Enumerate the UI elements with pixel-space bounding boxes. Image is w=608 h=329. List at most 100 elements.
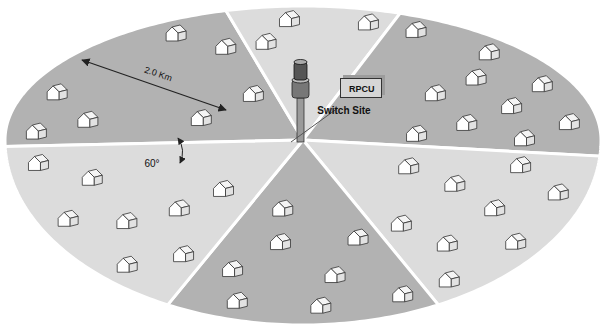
coverage-sector xyxy=(5,140,303,305)
house-icon xyxy=(502,98,522,114)
house-icon xyxy=(399,158,419,174)
house-icon xyxy=(425,85,445,101)
house-icon xyxy=(174,246,194,262)
house-icon xyxy=(548,184,568,200)
house-icon xyxy=(325,267,345,283)
house-side xyxy=(514,104,522,114)
house-icon xyxy=(28,154,48,170)
sector-group xyxy=(5,6,601,325)
house-side xyxy=(129,262,137,272)
house-side xyxy=(457,181,465,191)
house-icon xyxy=(485,200,505,216)
distance-arrow xyxy=(82,60,226,110)
house-side xyxy=(203,116,211,126)
house-side xyxy=(419,131,427,141)
house-side xyxy=(337,273,345,283)
house-icon xyxy=(58,210,78,226)
house-side xyxy=(285,206,293,216)
house-side xyxy=(449,241,457,251)
house-icon xyxy=(406,21,426,37)
house-icon xyxy=(82,169,102,185)
house-icon xyxy=(223,261,243,277)
house-side xyxy=(186,252,194,262)
house-side xyxy=(491,50,499,60)
house-side xyxy=(527,136,535,146)
house-side xyxy=(437,91,445,101)
node-label: RPCU xyxy=(349,84,373,94)
house-icon xyxy=(511,157,531,173)
house-side xyxy=(523,163,531,173)
house-side xyxy=(411,164,419,174)
house-side xyxy=(469,120,477,130)
house-icon xyxy=(532,76,552,92)
house-side xyxy=(571,120,579,130)
house-icon xyxy=(437,235,457,251)
house-icon xyxy=(391,215,411,231)
house-icon xyxy=(243,85,263,101)
coverage-sector xyxy=(303,13,601,156)
house-icon xyxy=(273,200,293,216)
house-side xyxy=(544,82,552,92)
house-side xyxy=(226,186,234,196)
house-side xyxy=(235,267,243,277)
house-side xyxy=(560,190,568,200)
house-icon xyxy=(216,38,236,54)
house-side xyxy=(268,39,276,49)
house-icon xyxy=(117,213,137,229)
house-icon xyxy=(117,256,137,272)
radius-arrow xyxy=(82,60,226,110)
house-side xyxy=(478,75,486,85)
house-side xyxy=(239,298,247,308)
house-icon xyxy=(256,33,276,49)
antenna-tower xyxy=(291,60,338,143)
house-icon xyxy=(214,180,234,196)
house-side xyxy=(178,31,186,41)
house-icon xyxy=(445,175,465,191)
house-side xyxy=(403,221,411,231)
antenna-cap xyxy=(294,60,307,65)
rpcu-box: RPCU xyxy=(340,78,382,98)
house-icon xyxy=(279,11,299,27)
house-icon xyxy=(47,84,67,100)
site-label: Switch Site xyxy=(317,105,370,116)
house-icon xyxy=(466,69,486,85)
house-group xyxy=(26,11,579,314)
angle-mark xyxy=(178,138,183,163)
house-side xyxy=(291,17,299,27)
house-side xyxy=(129,219,137,229)
house-icon xyxy=(78,111,98,127)
house-icon xyxy=(311,297,331,313)
house-icon xyxy=(270,234,290,250)
house-icon xyxy=(227,292,247,308)
house-side xyxy=(323,303,331,313)
house-side xyxy=(70,216,78,226)
angle-label: 60° xyxy=(144,158,159,169)
house-side xyxy=(370,20,378,30)
house-icon xyxy=(169,200,189,216)
house-icon xyxy=(393,286,413,302)
house-icon xyxy=(439,271,459,287)
house-side xyxy=(418,27,426,37)
house-side xyxy=(40,160,48,170)
house-icon xyxy=(26,123,46,139)
house-side xyxy=(38,129,46,139)
house-icon xyxy=(358,14,378,30)
house-icon xyxy=(559,114,579,130)
house-icon xyxy=(191,110,211,126)
house-side xyxy=(181,206,189,216)
house-side xyxy=(90,117,98,127)
house-icon xyxy=(407,125,427,141)
house-side xyxy=(255,91,263,101)
house-icon xyxy=(166,25,186,41)
house-icon xyxy=(515,130,535,146)
house-side xyxy=(94,175,102,185)
house-side xyxy=(59,90,67,100)
house-side xyxy=(405,292,413,302)
house-side xyxy=(282,240,290,250)
house-icon xyxy=(479,44,499,60)
house-side xyxy=(228,44,236,54)
house-icon xyxy=(348,229,368,245)
